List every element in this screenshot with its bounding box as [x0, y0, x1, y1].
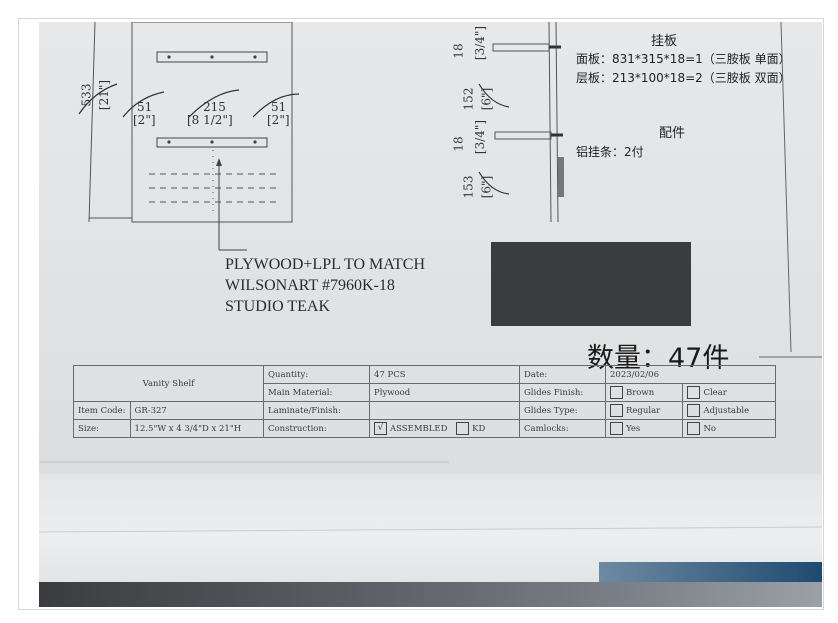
size-label: Size: — [73, 419, 131, 438]
checkbox-yes — [610, 422, 623, 435]
dim-18-top: 18 — [451, 43, 466, 59]
brown-label: Brown — [626, 388, 655, 398]
laminate-value — [369, 401, 520, 420]
camlocks-yes: Yes — [604, 419, 684, 438]
glides-finish-label: Glides Finish: — [519, 383, 606, 402]
glides-type-label: Glides Type: — [519, 401, 606, 420]
no-label: No — [703, 424, 717, 434]
panel-spec: 面板：831*315*18=1（三胺板 单面） — [576, 52, 791, 66]
checkbox-assembled: √ — [374, 422, 387, 435]
dim-18-bottom: 18 — [451, 136, 466, 152]
checkbox-no — [687, 422, 701, 435]
glides-type-adjustable: Adjustable — [682, 401, 776, 420]
size-value: 12.5"W x 4 3/4"D x 21"H — [129, 419, 265, 438]
checkbox-kd — [456, 422, 470, 435]
adjustable-label: Adjustable — [703, 406, 750, 416]
quantity-label: Quantity: — [263, 365, 370, 384]
checkbox-brown — [610, 386, 623, 399]
assembled-label: ASSEMBLED — [390, 424, 448, 434]
glides-finish-clear: Clear — [682, 383, 776, 402]
dim-153: 153 — [461, 175, 476, 199]
dim-6-bottom: [6"] — [479, 175, 494, 199]
shelf-spec: 层板：213*100*18=2（三胺板 双面） — [576, 71, 791, 85]
dim-2-right: [2"] — [267, 113, 290, 127]
main-material-value: Plywood — [369, 383, 520, 402]
date-label: Date: — [519, 365, 606, 384]
main-material-label: Main Material: — [263, 383, 370, 402]
camlocks-no: No — [682, 419, 776, 438]
construction-options: √ASSEMBLED KD — [369, 419, 520, 438]
dim-2-left: [2"] — [133, 113, 156, 127]
item-code-value: GR-327 — [129, 401, 265, 420]
laminate-color-sample — [491, 242, 691, 326]
dim-51-right: 51 — [271, 100, 287, 114]
item-code-label: Item Code: — [73, 401, 131, 420]
date-value: 2023/02/06 — [605, 365, 776, 384]
material-note-line1: PLYWOOD+LPL TO MATCH — [225, 256, 426, 273]
material-note-line2: WILSONART #7960K-18 — [225, 277, 395, 294]
checkbox-regular — [610, 404, 623, 417]
dim-6-mid: [6"] — [479, 87, 494, 111]
desk-shadow — [39, 582, 822, 607]
document-photo: 533 [21"] 51 [2"] 215 [8 1/2"] 51 [2"] 1… — [39, 22, 822, 607]
glides-type-regular: Regular — [604, 401, 684, 420]
laminate-label: Laminate/Finish: — [263, 401, 370, 420]
dim-215: 215 — [203, 100, 226, 114]
construction-label: Construction: — [263, 419, 370, 438]
dim-21-inch: [21"] — [97, 79, 112, 111]
checkbox-clear — [687, 386, 701, 399]
material-note-line3: STUDIO TEAK — [225, 298, 331, 315]
kd-label: KD — [472, 424, 486, 434]
regular-label: Regular — [626, 406, 661, 416]
checkbox-adjustable — [687, 404, 701, 417]
technical-drawing — [39, 22, 822, 533]
dim-51-left: 51 — [137, 100, 153, 114]
quantity-value: 47 PCS — [369, 365, 520, 384]
parts-title: 配件 — [659, 126, 686, 141]
dim-533: 533 — [79, 83, 94, 107]
dim-3-4-top: [3/4"] — [473, 25, 488, 61]
glides-finish-brown: Brown — [604, 383, 684, 402]
product-name: Vanity Shelf — [73, 365, 264, 402]
dim-3-4-bottom: [3/4"] — [473, 119, 488, 155]
clear-label: Clear — [703, 388, 727, 398]
camlocks-label: Camlocks: — [519, 419, 606, 438]
yes-label: Yes — [626, 424, 641, 434]
title-block: Vanity Shelf Quantity: 47 PCS Date: 2023… — [73, 365, 776, 438]
hanger-spec: 铝挂条：2付 — [576, 145, 644, 159]
dim-8-half: [8 1/2"] — [187, 113, 233, 127]
hanging-board-title: 挂板 — [651, 34, 678, 49]
dim-152: 152 — [461, 87, 476, 111]
